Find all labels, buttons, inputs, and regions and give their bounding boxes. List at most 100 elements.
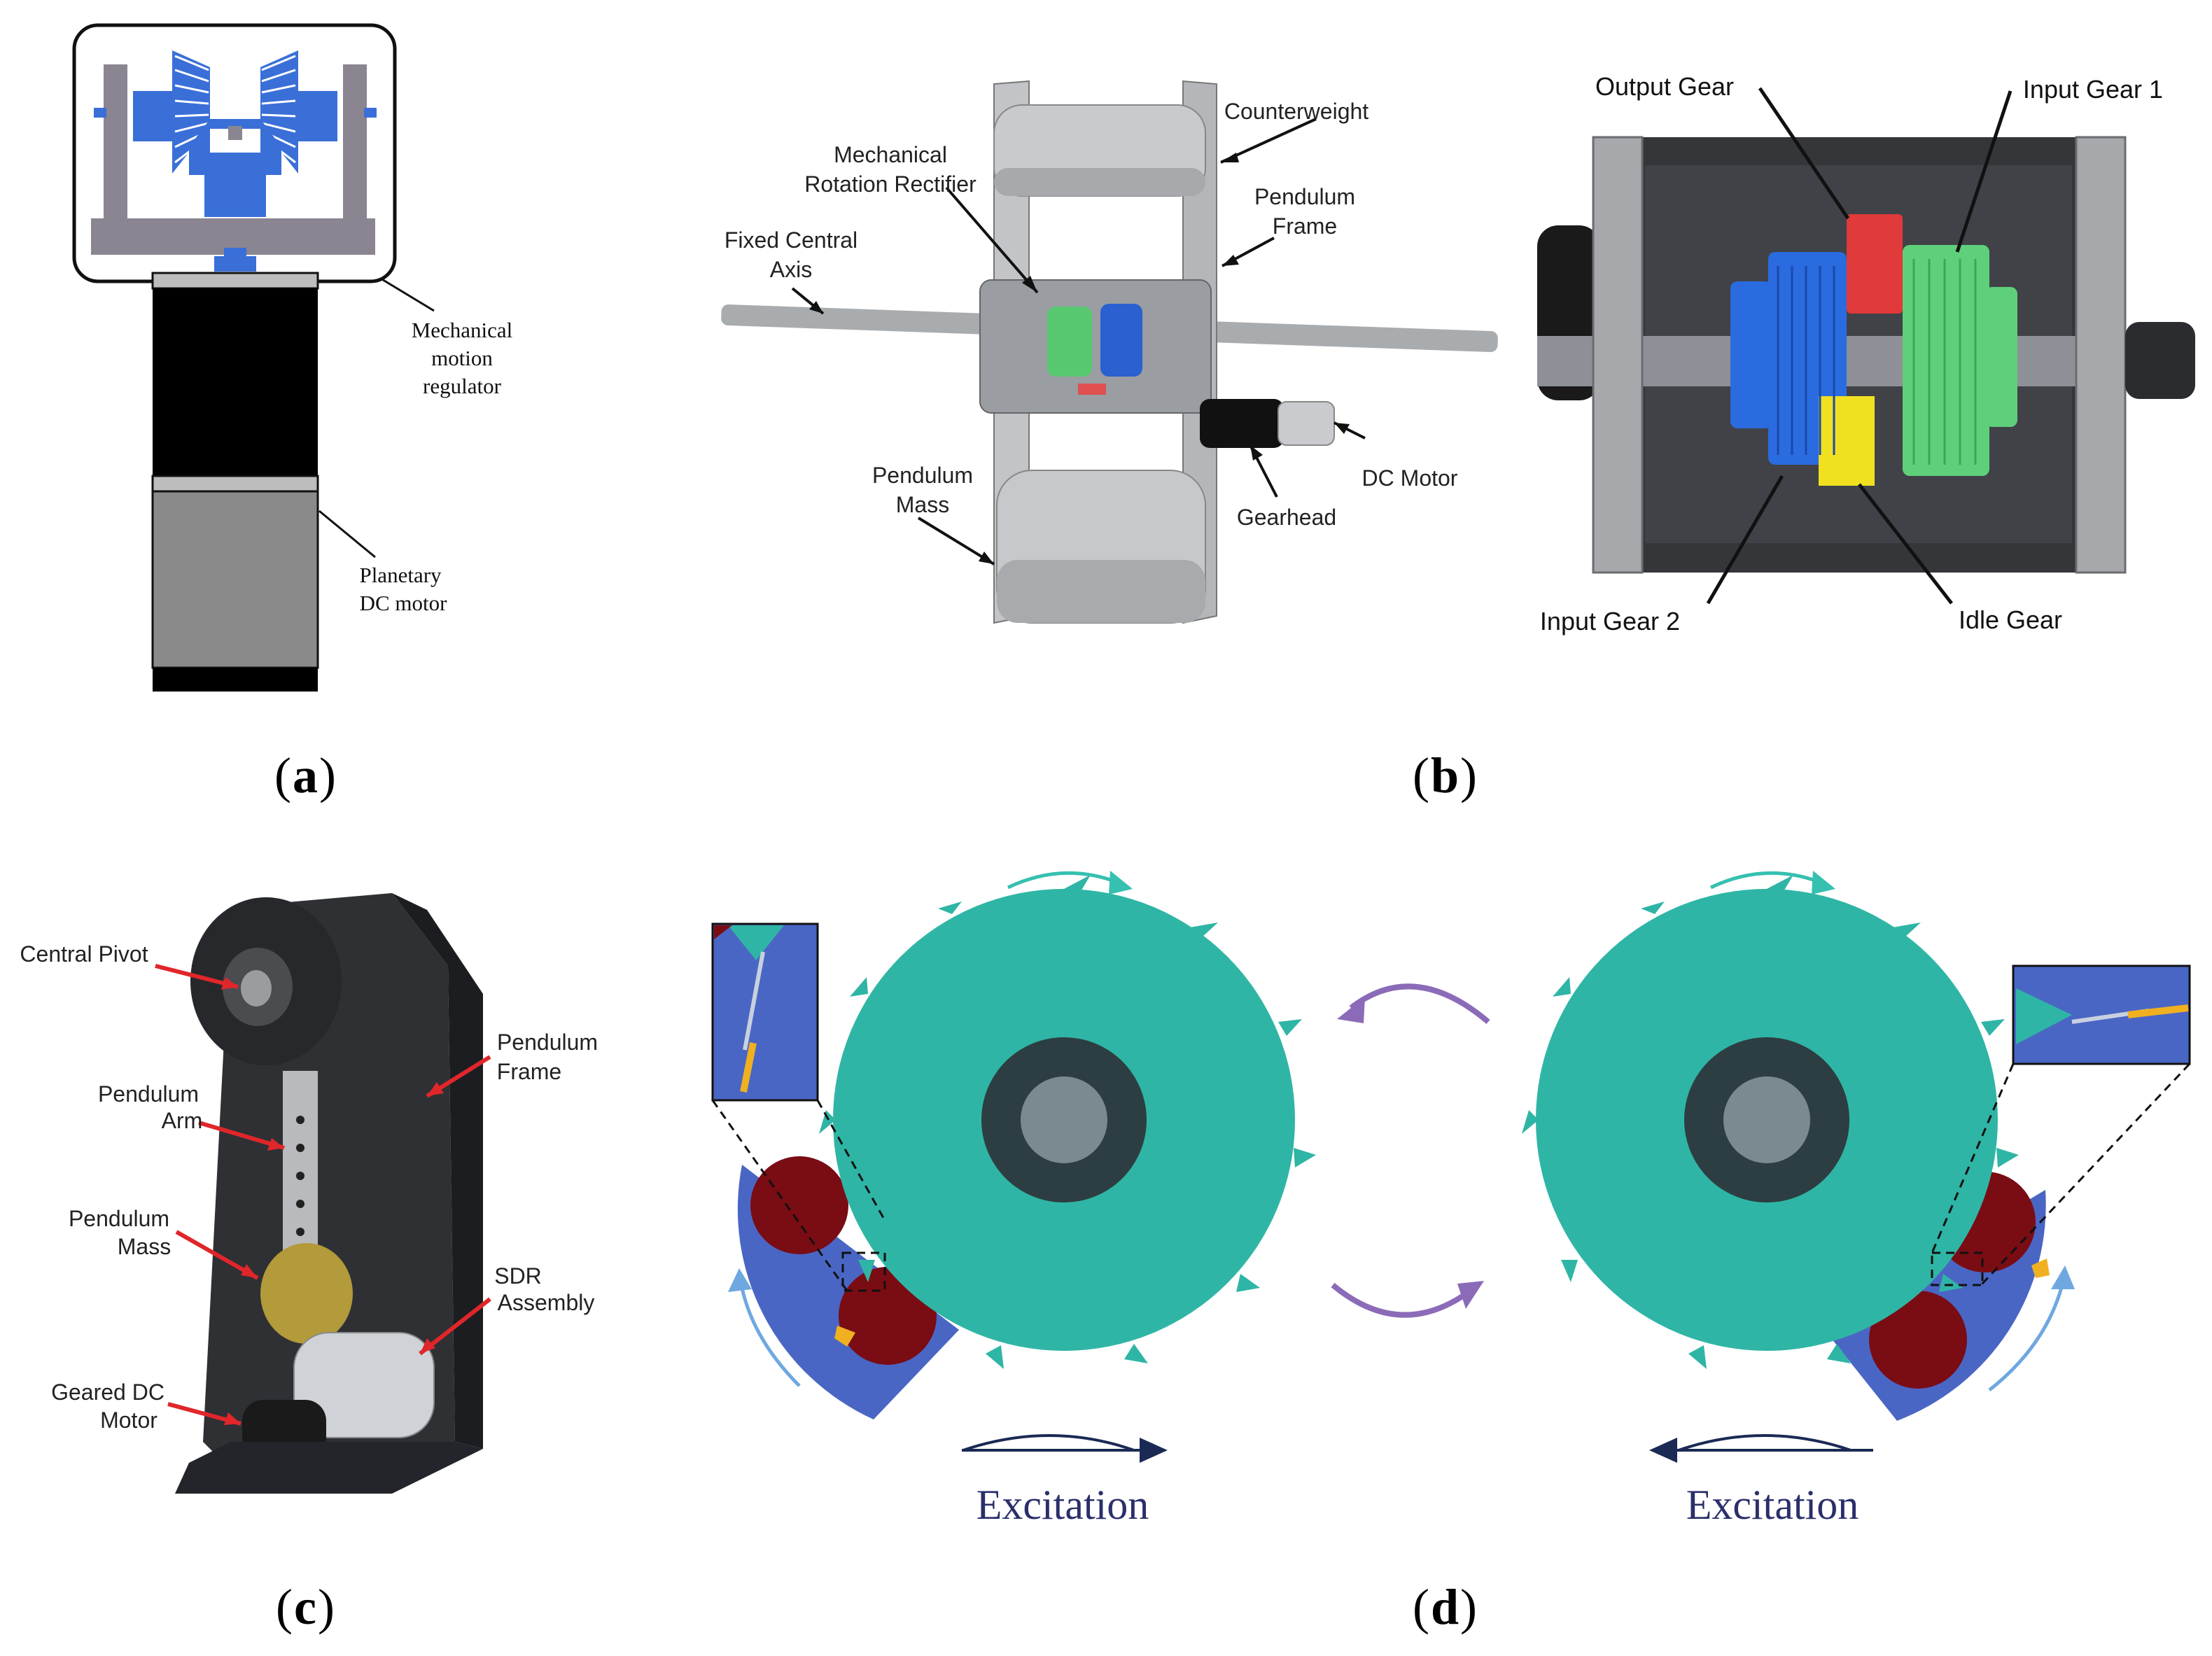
cutaway-leaders <box>1706 87 2012 605</box>
regulator-frame-left-post <box>104 64 127 225</box>
panel-b-arrowheads <box>809 153 1350 564</box>
output-hub <box>204 175 266 217</box>
motor-band <box>151 475 319 493</box>
caption-c: ( c ) <box>276 1579 335 1635</box>
ratchet-right: Excitation <box>1522 871 2191 1528</box>
motor-top-cap <box>151 272 319 290</box>
label-pendulum-mass-c-2: Mass <box>118 1234 171 1259</box>
rotation-arrow-right <box>1709 871 1823 890</box>
central-key <box>228 126 242 140</box>
svg-text:): ) <box>1460 748 1477 804</box>
counterweight-shade <box>994 168 1205 196</box>
label-pendulum-mass-b-1: Pendulum <box>872 463 973 488</box>
left-shaft-stub <box>94 108 106 118</box>
panel-d: Excitation <box>711 871 2191 1528</box>
frame-base <box>175 1442 483 1494</box>
panel-c-arrowheads <box>221 977 444 1425</box>
caption-a-letter: a <box>293 748 318 804</box>
rectifier-housing <box>979 279 1212 414</box>
gearbox-body <box>151 490 319 669</box>
label-fixed-axis-2: Axis <box>770 257 812 282</box>
cutaway-right-shaft-end <box>2125 322 2195 399</box>
central-pivot-core <box>241 970 272 1006</box>
gearhead <box>1200 399 1284 448</box>
label-regulator-1: Mechanical <box>412 318 513 342</box>
label-pendulum-mass-c-1: Pendulum <box>69 1206 169 1231</box>
label-pendulum-frame-b-2: Frame <box>1273 213 1337 239</box>
spring-mark-right <box>2031 1258 2050 1278</box>
motor-base <box>153 668 318 692</box>
label-gearhead: Gearhead <box>1237 505 1336 530</box>
zoom-spring-right <box>2127 1004 2189 1018</box>
caption-b-letter: b <box>1431 748 1459 804</box>
label-idle-gear: Idle Gear <box>1959 605 2062 634</box>
caption-d-letter: d <box>1431 1579 1459 1635</box>
motor-leader <box>318 510 376 559</box>
label-excitation-left: Excitation <box>976 1482 1149 1528</box>
zoom-pawl-left <box>743 951 765 1051</box>
output-gear <box>1847 214 1903 314</box>
rotation-arrow-left <box>1007 871 1121 890</box>
frame-side <box>392 893 483 1449</box>
input-gear-1-hub <box>1985 287 2017 427</box>
right-bevel-hub <box>298 91 337 141</box>
cutaway-right-plate <box>2075 136 2127 574</box>
svg-text:): ) <box>1460 1579 1477 1635</box>
label-output-gear: Output Gear <box>1595 72 1734 101</box>
label-regulator-3: regulator <box>423 374 502 398</box>
purple-arrowhead-bottom <box>1457 1281 1484 1309</box>
swing-arrow-left <box>738 1280 801 1387</box>
hub-left-inner <box>1021 1076 1107 1163</box>
label-dc-motor: DC Motor <box>1362 465 1458 491</box>
label-rectifier-2: Rotation Rectifier <box>804 171 976 197</box>
input-gear-2 <box>1730 281 1772 428</box>
swing-arrowhead-right <box>2051 1265 2075 1289</box>
input-gear-1 <box>1903 245 1989 476</box>
motor-body-upper <box>153 288 318 476</box>
panel-c: Central Pivot Pendulum Frame Pendulum Ar… <box>20 893 598 1494</box>
purple-arrow-top <box>1349 983 1490 1025</box>
caption-b: ( b ) <box>1413 748 1477 804</box>
zoom-red-left <box>714 925 732 939</box>
caption-d: ( d ) <box>1413 1579 1477 1635</box>
label-pendulum-frame-c-1: Pendulum <box>497 1030 598 1055</box>
arm-holes <box>296 1116 304 1236</box>
mass-left-upper <box>750 1156 848 1254</box>
panel-b-cutaway: Output Gear Input Gear 1 Input Gear 2 Id… <box>1537 72 2195 636</box>
zoom-tooth-right <box>2016 988 2072 1044</box>
label-sdr-1: SDR <box>494 1263 542 1289</box>
label-pendulum-frame-c-2: Frame <box>497 1059 561 1084</box>
blue-gear-teeth <box>1777 266 1835 455</box>
zoom-spring-left <box>740 1042 757 1093</box>
rectifier-red-gear <box>1078 384 1106 395</box>
label-excitation-right: Excitation <box>1686 1482 1859 1528</box>
label-geared-dc-motor-2: Motor <box>100 1408 158 1433</box>
left-bevel-hub <box>133 91 172 141</box>
mass-right-lower <box>1869 1291 1967 1389</box>
excitation-arc-left <box>962 1434 1135 1452</box>
svg-text:(: ( <box>1413 748 1429 804</box>
zoom-dash-right <box>1931 1062 2191 1286</box>
hub-right-inner <box>1723 1076 1810 1163</box>
excitation-arrowhead-right <box>1649 1438 1677 1463</box>
panel-b-assembly: Counterweight Mechanical Rotation Rectif… <box>721 80 1498 624</box>
purple-arrowhead-top <box>1337 997 1365 1023</box>
rectifier-green-gear <box>1047 307 1092 377</box>
label-motor-2: DC motor <box>360 591 448 615</box>
rotation-arrowhead-right <box>1812 871 1835 894</box>
purple-arrow-bottom <box>1331 1282 1471 1318</box>
label-regulator-2: motion <box>431 346 493 370</box>
ratchet-left: Excitation <box>711 871 1316 1528</box>
pendulum-mass-c <box>260 1243 353 1344</box>
spring-mark-left <box>834 1326 855 1347</box>
zoom-dash-left <box>711 1100 886 1292</box>
right-shaft-stub <box>364 108 377 118</box>
rotation-arrowhead-left <box>1109 871 1133 894</box>
svg-text:): ) <box>319 748 336 804</box>
ratchet-teeth-right <box>1522 875 2019 1369</box>
rectifier-blue-gear <box>1100 304 1142 377</box>
label-pendulum-arm-2: Arm <box>162 1108 203 1133</box>
regulator-leader <box>380 277 435 312</box>
panel-a: Mechanical motion regulator Planetary DC… <box>72 23 513 692</box>
dc-motor <box>1278 401 1335 446</box>
